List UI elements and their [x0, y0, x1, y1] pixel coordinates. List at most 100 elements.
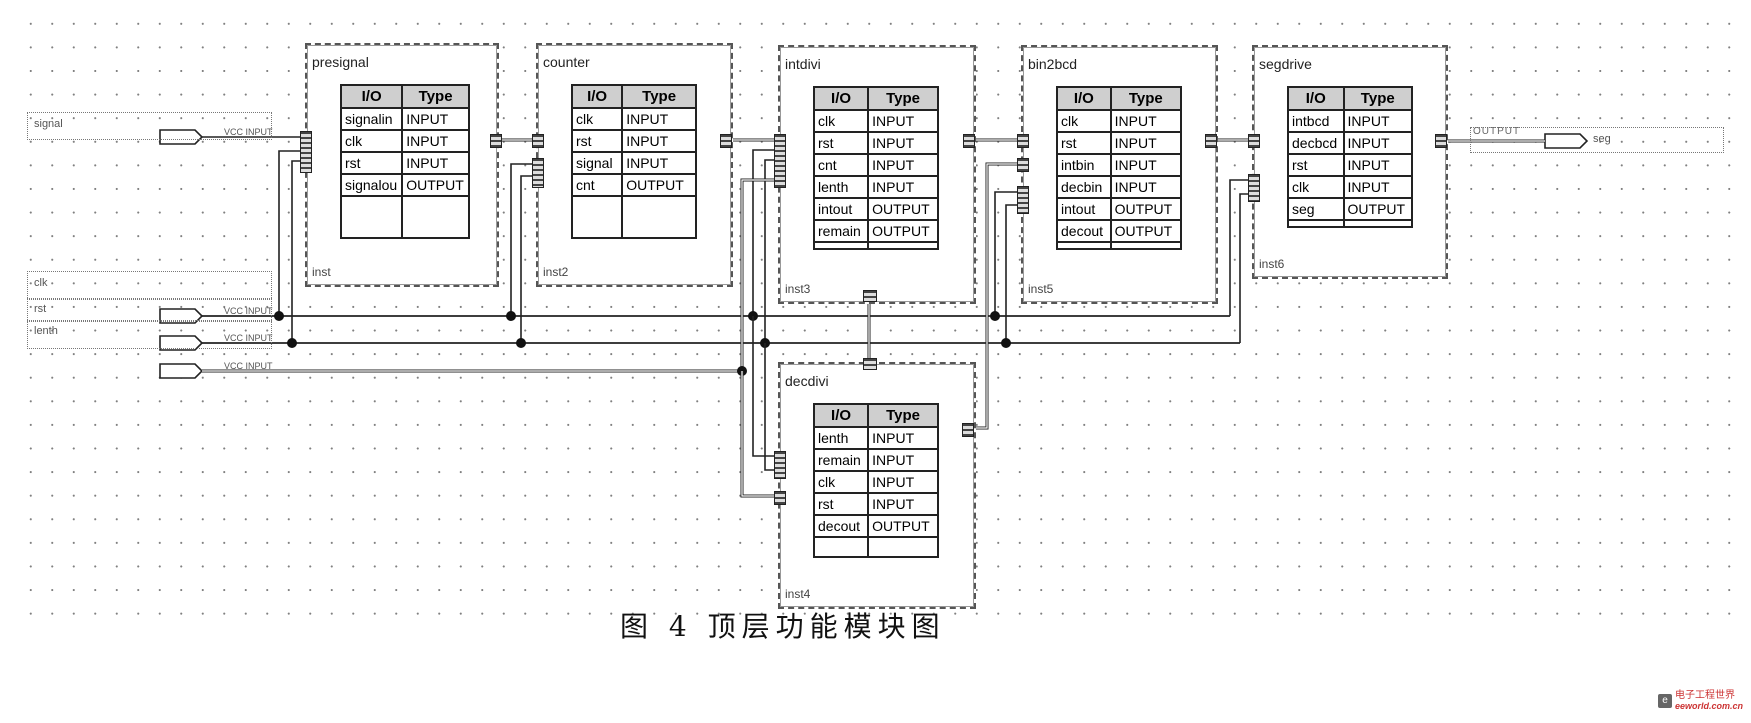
input-pin-label: signal [34, 118, 63, 130]
wire-rst-decdivi [764, 343, 774, 471]
seg-output-pin-symbol [1544, 133, 1589, 149]
port-type: INPUT [401, 129, 470, 153]
port-name: intout [1056, 197, 1112, 221]
instance-label: inst2 [543, 265, 569, 279]
port-type: INPUT [621, 151, 697, 175]
port-connector[interactable] [1017, 134, 1029, 148]
junction-dot [516, 338, 526, 348]
port-connector[interactable] [1248, 174, 1260, 202]
signal-pin-symbol [159, 129, 204, 145]
wire-lenth-decdivi [740, 371, 774, 498]
port-connector[interactable] [300, 131, 312, 173]
block-name: counter [543, 54, 590, 70]
port-connector[interactable] [774, 451, 786, 479]
port-connector[interactable] [1248, 134, 1260, 148]
instance-label: inst5 [1028, 282, 1054, 296]
block-name: decdivi [785, 373, 829, 389]
col-type: Type [1342, 86, 1414, 111]
port-name: intbin [1056, 153, 1112, 177]
port-name: decbin [1056, 175, 1112, 199]
junction-dot [274, 311, 284, 321]
junction-dot [990, 311, 1000, 321]
port-type: OUTPUT [1109, 197, 1183, 221]
watermark-logo: e 电子工程世界 eeworld.com.cn [1658, 690, 1743, 711]
port-row-empty [812, 536, 939, 558]
port-connector[interactable] [1017, 186, 1029, 214]
port-type: INPUT [1109, 131, 1183, 155]
port-type: INPUT [867, 109, 939, 133]
port-name: intbcd [1287, 109, 1345, 133]
vcc-input-tag: VCC INPUT [224, 361, 273, 371]
port-connector[interactable] [532, 134, 544, 148]
col-io: I/O [339, 84, 404, 109]
port-name: signalin [339, 107, 404, 131]
port-name: signal [570, 151, 624, 175]
port-type: OUTPUT [621, 173, 697, 197]
input-pin-signal[interactable]: signal [27, 112, 272, 140]
instance-label: inst6 [1259, 257, 1285, 271]
wire-clk-segdrive [1229, 179, 1248, 316]
block-name: presignal [312, 54, 369, 70]
junction-dot [287, 338, 297, 348]
output-pin-tag: OUTPUT [1473, 126, 1521, 137]
figure-caption: 图 4 顶层功能模块图 [620, 610, 946, 643]
input-pin-clk[interactable]: clk [27, 271, 272, 300]
input-pin-rst[interactable]: rst [27, 298, 272, 322]
vcc-input-tag: VCC INPUT [224, 127, 273, 137]
port-type: INPUT [867, 470, 939, 494]
wire-clk-decdivi [752, 316, 774, 457]
port-connector[interactable] [963, 134, 975, 148]
vcc-input-tag: VCC INPUT [224, 306, 273, 316]
port-name: signalou [339, 173, 404, 197]
port-connector[interactable] [532, 158, 544, 188]
wire-rst-segdrive [1239, 193, 1248, 343]
port-name: clk [1287, 175, 1345, 199]
port-connector[interactable] [774, 134, 786, 188]
col-io: I/O [570, 84, 624, 109]
port-connector[interactable] [863, 358, 877, 370]
junction-dot [1001, 338, 1011, 348]
output-pin-seg[interactable]: OUTPUT seg [1470, 126, 1724, 153]
input-pin-lenth[interactable]: lenth [27, 320, 272, 349]
port-type: INPUT [867, 492, 939, 516]
wire-rst-counter [520, 175, 532, 343]
port-type: INPUT [1342, 131, 1414, 155]
instance-label: inst4 [785, 587, 811, 601]
port-connector[interactable] [490, 134, 502, 148]
port-connector[interactable] [863, 290, 877, 302]
port-name: clk [570, 107, 624, 131]
port-connector[interactable] [1435, 134, 1447, 148]
col-io: I/O [812, 403, 870, 428]
port-connector[interactable] [962, 423, 974, 437]
port-connector[interactable] [1017, 158, 1029, 172]
port-connector[interactable] [720, 134, 732, 148]
wire-rst-presignal [291, 160, 300, 343]
port-type: INPUT [1109, 175, 1183, 199]
port-name: rst [570, 129, 624, 153]
port-connector[interactable] [1205, 134, 1217, 148]
vcc-input-tag: VCC INPUT [224, 333, 273, 343]
port-name: seg [1287, 197, 1345, 221]
port-connector[interactable] [774, 491, 786, 505]
port-name: rst [1056, 131, 1112, 155]
port-type: INPUT [1342, 109, 1414, 133]
col-type: Type [401, 84, 470, 109]
